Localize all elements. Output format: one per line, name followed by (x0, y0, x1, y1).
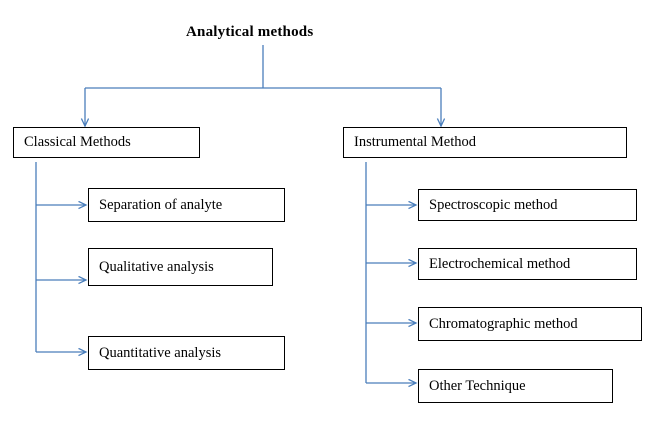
node-label: Electrochemical method (429, 255, 571, 272)
node-quantitative-analysis[interactable]: Quantitative analysis (88, 336, 285, 370)
node-qualitative-analysis[interactable]: Qualitative analysis (88, 248, 273, 286)
node-label: Qualitative analysis (99, 258, 214, 275)
diagram-title: Analytical methods (186, 24, 314, 40)
node-electrochemical-method[interactable]: Electrochemical method (418, 248, 637, 280)
node-label: Spectroscopic method (429, 196, 558, 213)
node-spectroscopic-method[interactable]: Spectroscopic method (418, 189, 637, 221)
node-label: Instrumental Method (354, 134, 477, 151)
node-separation-of-analyte[interactable]: Separation of analyte (88, 188, 285, 222)
node-classical-methods[interactable]: Classical Methods (13, 127, 200, 158)
node-other-technique[interactable]: Other Technique (418, 369, 613, 403)
node-label: Other Technique (429, 377, 526, 394)
node-label: Quantitative analysis (99, 344, 222, 361)
node-label: Classical Methods (24, 134, 131, 151)
node-instrumental-method[interactable]: Instrumental Method (343, 127, 627, 158)
node-label: Separation of analyte (99, 196, 223, 213)
node-label: Chromatographic method (429, 315, 578, 332)
node-chromatographic-method[interactable]: Chromatographic method (418, 307, 642, 341)
